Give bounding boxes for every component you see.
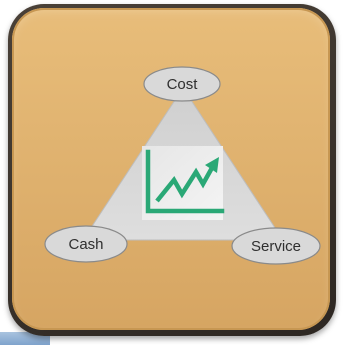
node-service-label: Service <box>251 238 301 255</box>
node-service: Service <box>231 227 321 265</box>
node-cost: Cost <box>143 66 221 102</box>
node-cost-label: Cost <box>167 76 199 93</box>
node-cash-label: Cash <box>68 236 103 253</box>
trending-up-chart-icon <box>142 146 225 220</box>
node-cash: Cash <box>44 225 128 263</box>
